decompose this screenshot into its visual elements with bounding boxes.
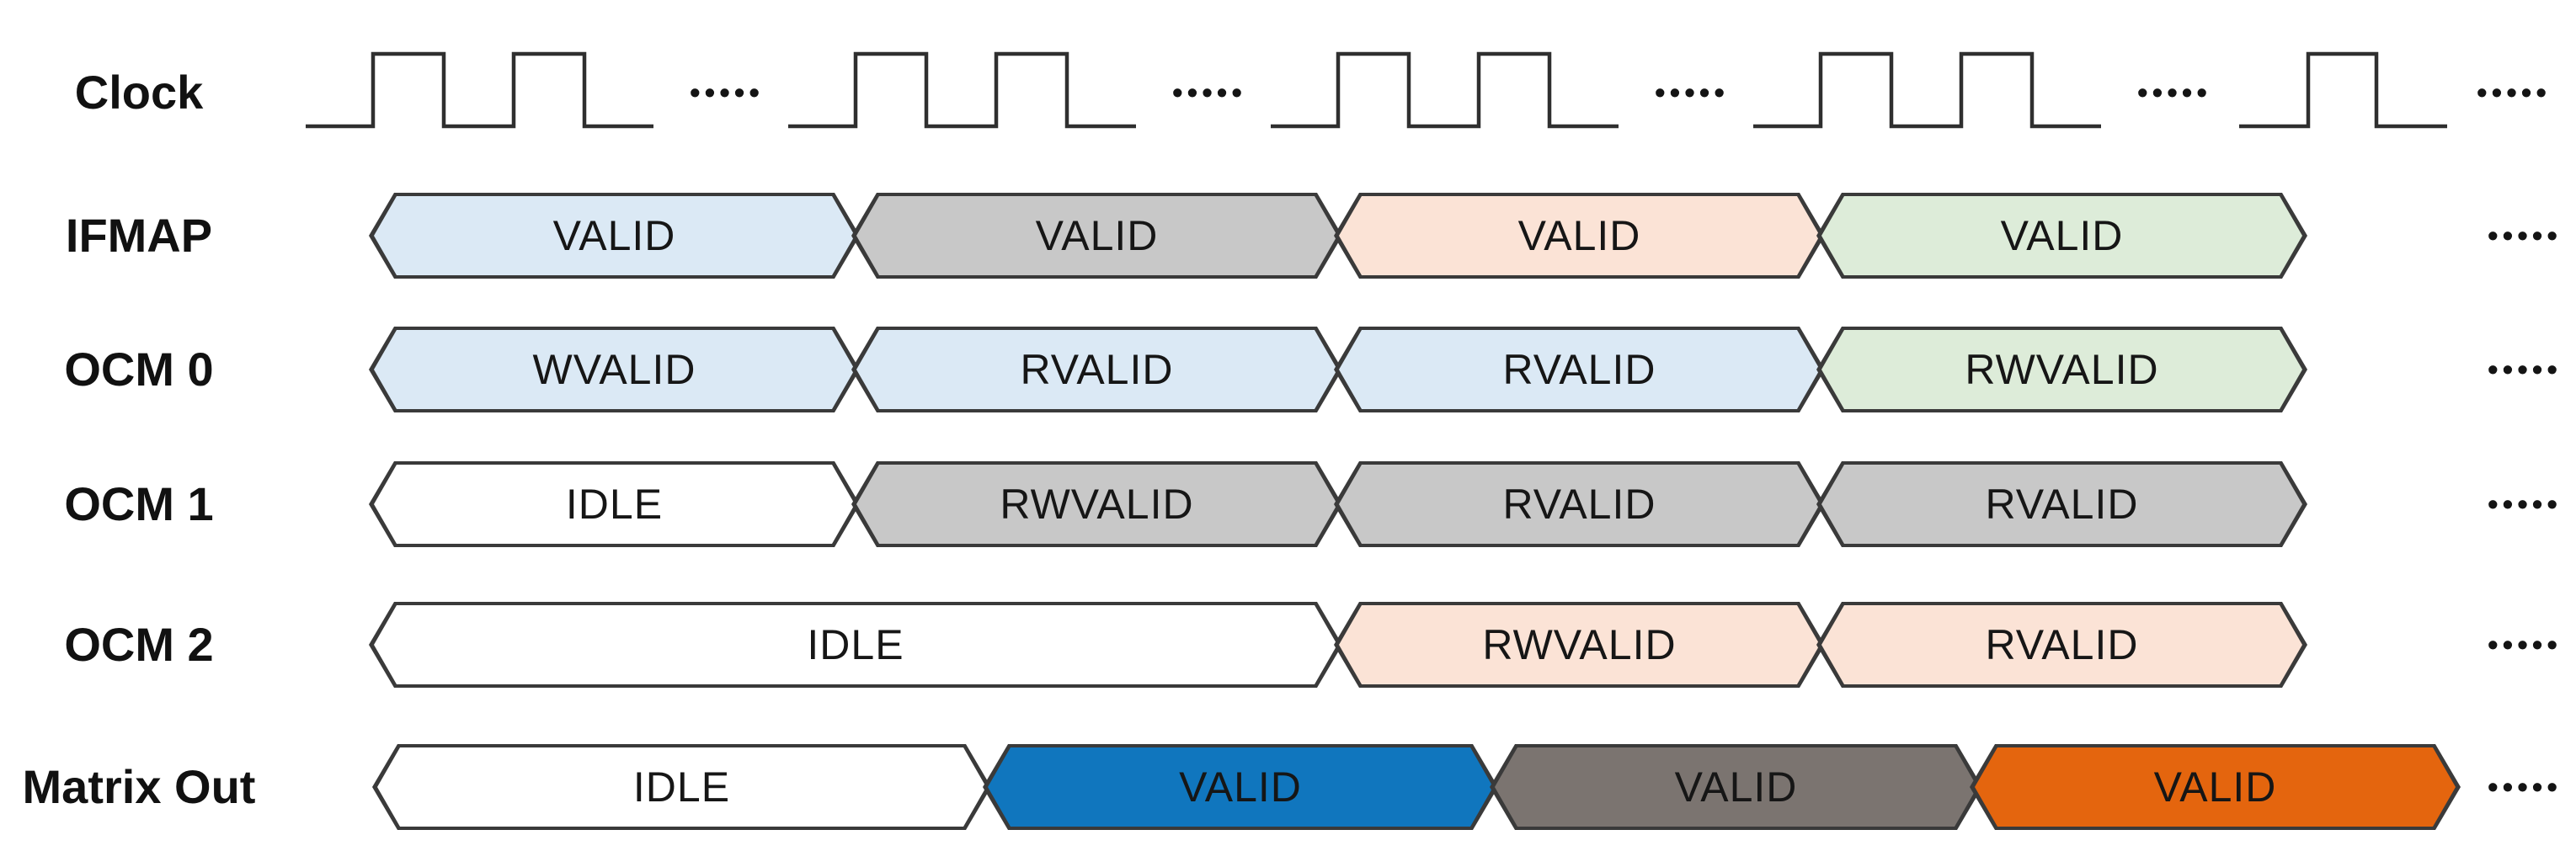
- segment-fill: [856, 330, 1337, 409]
- segment-fill: [1495, 747, 1977, 827]
- bus-segment: RVALID: [1334, 461, 1825, 547]
- ellipsis-dots: •••••: [2136, 75, 2212, 109]
- segment-label: RVALID: [1985, 481, 2139, 528]
- ellipsis-dots: •••••: [2476, 75, 2552, 109]
- segment-label: RVALID: [1020, 346, 1174, 393]
- segment-label: IDLE: [565, 481, 664, 528]
- segment-label: WVALID: [532, 346, 696, 393]
- segment-fill: [1821, 465, 2302, 544]
- bus-segment: VALID: [1490, 744, 1982, 830]
- bus-segment: RWVALID: [1334, 602, 1825, 688]
- segment-fill: [374, 196, 855, 275]
- segment-label: RVALID: [1502, 481, 1656, 528]
- ellipsis-dots: •••••: [1654, 75, 1730, 109]
- bus-segment: VALID: [1334, 193, 1825, 279]
- segment-fill: [1339, 605, 1820, 684]
- bus-segment: RVALID: [851, 327, 1342, 412]
- ellipsis-dots: •••••: [2487, 627, 2563, 662]
- segment-label: RVALID: [1985, 621, 2139, 668]
- segment-label: VALID: [2153, 763, 2277, 811]
- ellipsis-dots: •••••: [2487, 769, 2563, 804]
- segment-fill: [374, 330, 855, 409]
- segment-fill: [374, 605, 1337, 684]
- segment-label: IDLE: [632, 763, 731, 811]
- bus-segment: VALID: [983, 744, 1498, 830]
- bus-segment: RVALID: [1334, 327, 1825, 412]
- segment-fill: [1975, 747, 2456, 827]
- bus-segment: RWVALID: [851, 461, 1342, 547]
- bus-segment: IDLE: [369, 602, 1342, 688]
- segment-fill: [856, 196, 1337, 275]
- segment-label: VALID: [552, 212, 676, 259]
- ellipsis-dots: •••••: [2487, 487, 2563, 521]
- segment-fill: [1339, 196, 1820, 275]
- ellipsis-dots: •••••: [689, 75, 765, 109]
- ellipsis-dots: •••••: [2487, 218, 2563, 253]
- segment-fill: [1821, 196, 2302, 275]
- segment-fill: [988, 747, 1493, 827]
- bus-segment: IDLE: [369, 461, 860, 547]
- row-label-matrix-out: Matrix Out: [22, 760, 256, 813]
- row-label-ocm2: OCM 2: [64, 618, 214, 671]
- bus-segment: VALID: [1816, 193, 2307, 279]
- segment-label: VALID: [1035, 212, 1159, 259]
- segment-fill: [1339, 330, 1820, 409]
- bus-segment: IDLE: [372, 744, 991, 830]
- segment-label: VALID: [1674, 763, 1798, 811]
- bus-segment: RWVALID: [1816, 327, 2307, 412]
- segment-fill: [1339, 465, 1820, 544]
- row-label-ifmap: IFMAP: [65, 209, 213, 262]
- row-label-clock: Clock: [74, 66, 204, 119]
- bus-segment: VALID: [1970, 744, 2461, 830]
- bus-segment: RVALID: [1816, 602, 2307, 688]
- segment-label: RWVALID: [1482, 621, 1677, 668]
- bus-segment: VALID: [851, 193, 1342, 279]
- segment-label: VALID: [1517, 212, 1641, 259]
- row-label-ocm0: OCM 0: [64, 343, 214, 396]
- segment-label: IDLE: [807, 621, 904, 668]
- row-label-ocm1: OCM 1: [64, 477, 214, 530]
- segment-fill: [1821, 330, 2302, 409]
- segment-fill: [1821, 605, 2302, 684]
- segment-fill: [374, 465, 855, 544]
- segment-label: VALID: [1179, 763, 1302, 811]
- ellipsis-dots: •••••: [2487, 352, 2563, 386]
- segment-label: VALID: [2000, 212, 2124, 259]
- segment-label: RWVALID: [1000, 481, 1194, 528]
- bus-segment: VALID: [369, 193, 860, 279]
- ellipsis-dots: •••••: [1171, 75, 1247, 109]
- clock-signal-path: [306, 51, 2447, 129]
- segment-label: RVALID: [1502, 346, 1656, 393]
- segment-fill: [377, 747, 986, 827]
- segment-fill: [856, 465, 1337, 544]
- clock-waveform: [306, 51, 2447, 129]
- segment-label: RWVALID: [1965, 346, 2159, 393]
- bus-segment: RVALID: [1816, 461, 2307, 547]
- bus-segment: WVALID: [369, 327, 860, 412]
